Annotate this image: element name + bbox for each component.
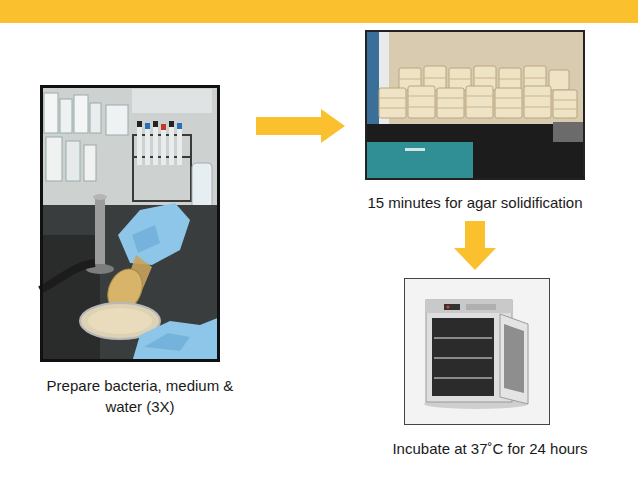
lab-photo [40,85,220,362]
process-step: Prepare bacteria, medium & water (3X) [30,85,250,417]
process-step: 15 minutes for agar solidification [353,30,597,213]
block-arrow [256,109,345,143]
step-caption: 15 minutes for agar solidification [353,192,597,213]
step-caption: Prepare bacteria, medium & water (3X) [38,375,242,417]
header-bar [0,0,638,23]
block-arrow [454,221,496,270]
step-caption: Incubate at 37˚C for 24 hours [378,438,602,459]
incubator-photo [404,278,550,425]
process-step: Incubate at 37˚C for 24 hours [378,278,602,459]
petri-dish-photo [365,30,585,180]
